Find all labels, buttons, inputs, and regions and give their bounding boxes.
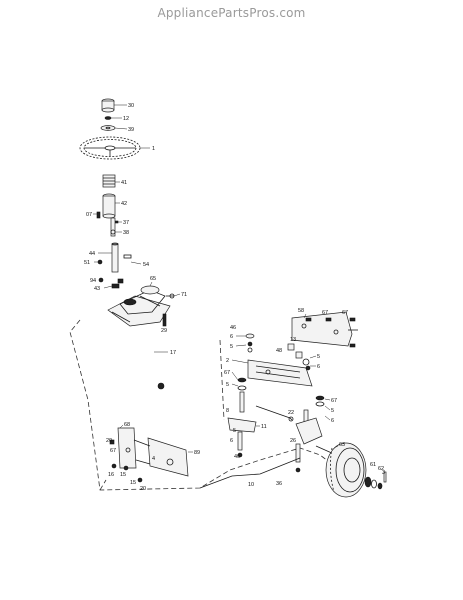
left-spindle [227, 417, 257, 458]
shaft-fasteners [97, 254, 132, 289]
wheel-hardware [364, 471, 387, 490]
callout-89: 89 [194, 450, 200, 456]
callout-17: 17 [170, 350, 176, 356]
callout-46: 46 [230, 325, 236, 331]
steering-shaft-lower [111, 242, 119, 273]
steering-gearbox [107, 285, 175, 327]
callout-65: 65 [150, 276, 156, 282]
steering-nut [104, 116, 112, 120]
callout-41: 41 [121, 180, 127, 186]
steering-adapter [102, 174, 116, 188]
callout-6a: 6 [230, 334, 233, 340]
callout-15: 15 [120, 472, 126, 478]
right-spindle-washers [303, 395, 325, 423]
callout-07: 07 [86, 212, 92, 218]
callout-5b: 5 [317, 354, 320, 360]
callout-11: 11 [261, 424, 267, 430]
callout-61: 61 [370, 462, 376, 468]
front-axle [247, 359, 313, 387]
callout-37: 37 [123, 220, 129, 226]
callout-94: 94 [90, 278, 96, 284]
callout-16: 16 [108, 472, 114, 478]
callout-43: 43 [94, 286, 100, 292]
callout-10: 10 [248, 482, 254, 488]
callout-30: 30 [128, 103, 134, 109]
callout-40: 40 [234, 454, 240, 460]
callout-36: 36 [276, 481, 282, 487]
callout-51: 51 [84, 260, 90, 266]
watermark: AppliancePartsPros.com [157, 6, 306, 20]
callout-29: 29 [161, 328, 167, 334]
frame-outline [69, 319, 366, 491]
steering-column-sleeve [102, 193, 116, 219]
steering-washer [100, 125, 116, 131]
lower-bracket-hardware [109, 439, 143, 483]
steering-wheel [79, 136, 141, 160]
callout-67b: 67 [342, 310, 348, 316]
callout-3: 3 [382, 470, 385, 476]
callout-48: 48 [276, 348, 282, 354]
callout-5e: 5 [233, 428, 236, 434]
front-wheel [325, 442, 367, 498]
callout-67e: 67 [110, 448, 116, 454]
callout-6b: 6 [317, 364, 320, 370]
callout-20b: 20 [140, 486, 146, 492]
axle-bracket [291, 311, 358, 347]
callout-42: 42 [121, 201, 127, 207]
callout-54: 54 [143, 262, 149, 268]
callout-39: 39 [128, 127, 134, 133]
callout-67d: 67 [331, 398, 337, 404]
callout-38: 38 [123, 230, 129, 236]
callout-8: 8 [226, 408, 229, 414]
callout-67a: 67 [322, 310, 328, 316]
callout-58: 58 [298, 308, 304, 314]
callout-63: 63 [339, 442, 345, 448]
tie-rod [255, 405, 294, 422]
callout-44: 44 [89, 251, 95, 257]
steering-shaft-upper [110, 217, 116, 237]
callout-22: 22 [288, 410, 294, 416]
callout-4: 4 [152, 456, 155, 462]
callout-5c: 5 [226, 382, 229, 388]
bracket-bolts [305, 317, 356, 348]
drag-link-rod [140, 325, 165, 390]
callout-26: 26 [290, 438, 296, 444]
left-spindle-washers [237, 377, 247, 413]
callout-5d: 5 [331, 408, 334, 414]
callout-71: 71 [181, 292, 187, 298]
callout-6d: 6 [230, 438, 233, 444]
callout-6c: 6 [331, 418, 334, 424]
callout-15b: 15 [130, 480, 136, 486]
steering-cap [101, 98, 115, 113]
lower-bracket [117, 427, 189, 477]
callout-12: 12 [123, 116, 129, 122]
callout-62: 62 [378, 466, 384, 472]
callout-labels: 30 12 39 1 41 42 07 37 38 44 51 54 94 43… [84, 103, 385, 492]
callout-68: 68 [124, 422, 130, 428]
brake-rod [199, 457, 301, 489]
callout-2: 2 [226, 358, 229, 364]
callout-1: 1 [152, 146, 155, 152]
callout-5a: 5 [230, 344, 233, 350]
callout-20: 20 [106, 438, 112, 444]
gearbox-bolt [162, 313, 167, 327]
callout-13: 13 [290, 337, 296, 343]
callout-67c: 67 [224, 370, 230, 376]
